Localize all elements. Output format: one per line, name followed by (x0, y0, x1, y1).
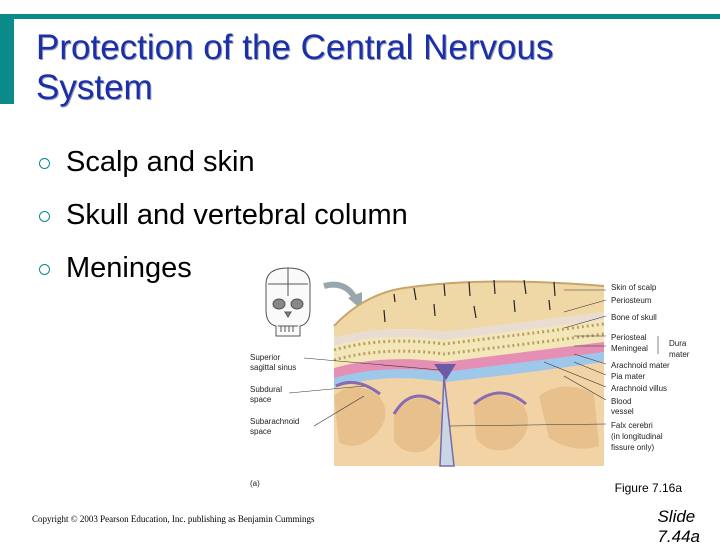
figure-caption: Figure 7.16a (614, 481, 682, 495)
left-accent-bar (0, 14, 14, 104)
label-mater: mater (669, 350, 690, 359)
bullet-icon (39, 211, 50, 222)
svg-text:fissure only): fissure only) (611, 443, 654, 452)
svg-text:space: space (250, 427, 272, 436)
label-dura: Dura (669, 339, 687, 348)
label-vessel: vessel (611, 407, 634, 416)
skull-icon (265, 267, 311, 337)
label-periosteal: Periosteal (611, 333, 647, 342)
title-accent-bar (0, 14, 720, 19)
meninges-figure: Superior sagittal sinus Subdural space S… (250, 267, 690, 488)
label-arachnoid-villus: Arachnoid villus (611, 384, 667, 393)
label-pia-mater: Pia mater (611, 372, 646, 381)
label-arachnoid-mater: Arachnoid mater (611, 361, 670, 370)
label-periosteum: Periosteum (611, 296, 652, 305)
svg-text:space: space (250, 395, 272, 404)
label-bone-of-skull: Bone of skull (611, 313, 657, 322)
label-subarachnoid-space: Subarachnoid (250, 417, 299, 426)
svg-text:(in longitudinal: (in longitudinal (611, 432, 663, 441)
label-falx-cerebri: Falx cerebri (611, 421, 653, 430)
title-line-1: Protection of the Central Nervous (36, 28, 554, 67)
bullet-item: Skull and vertebral column (36, 196, 408, 249)
bullet-list: Scalp and skin Skull and vertebral colum… (36, 143, 408, 302)
title-line-2: System (36, 68, 153, 107)
slide-number: Slide 7.44a (657, 507, 700, 547)
label-blood: Blood (611, 397, 631, 406)
bullet-item: Meninges (36, 249, 408, 302)
slide-title: Protection of the Central Nervous System (36, 28, 696, 108)
label-subdural-space: Subdural (250, 385, 282, 394)
bullet-icon (39, 158, 50, 169)
label-superior-sagittal-sinus: Superior (250, 353, 281, 362)
label-meningeal: Meningeal (611, 344, 648, 353)
meninges-cross-section (333, 279, 605, 467)
svg-text:sagittal sinus: sagittal sinus (250, 363, 296, 372)
slide-number-value: 7.44a (657, 527, 700, 546)
label-skin-of-scalp: Skin of scalp (611, 283, 657, 292)
bullet-item: Scalp and skin (36, 143, 408, 196)
panel-label: (a) (250, 479, 260, 488)
slide-label: Slide (657, 507, 696, 526)
copyright-notice: Copyright © 2003 Pearson Education, Inc.… (32, 514, 315, 524)
bullet-icon (39, 264, 50, 275)
